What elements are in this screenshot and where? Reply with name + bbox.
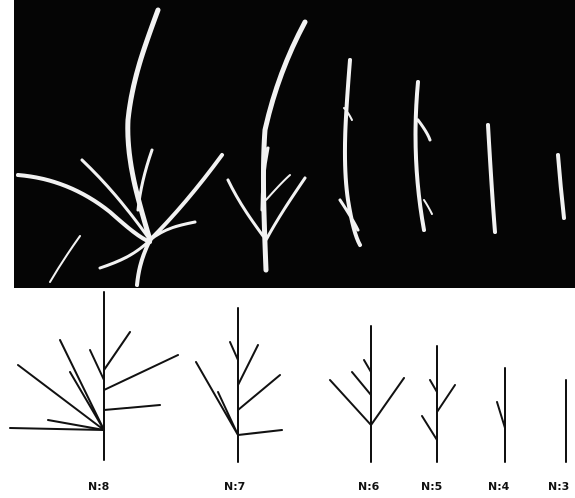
diagram-labels: N:8 N:7 N:6 N:5 N:4 N:3 — [88, 480, 569, 493]
label-n3: N:3 — [548, 480, 569, 493]
label-n5: N:5 — [421, 480, 442, 493]
label-n4: N:4 — [488, 480, 510, 493]
diagram-panel — [10, 292, 566, 462]
photograph-panel — [14, 0, 575, 288]
diagram-tree-n6 — [330, 326, 404, 462]
label-n6: N:6 — [358, 480, 380, 493]
label-n8: N:8 — [88, 480, 109, 493]
label-n7: N:7 — [224, 480, 245, 493]
diagram-tree-n5 — [422, 346, 455, 462]
diagram-tree-n7 — [196, 308, 282, 462]
diagram-tree-n4 — [497, 368, 505, 462]
diagram-tree-n8 — [10, 292, 178, 460]
